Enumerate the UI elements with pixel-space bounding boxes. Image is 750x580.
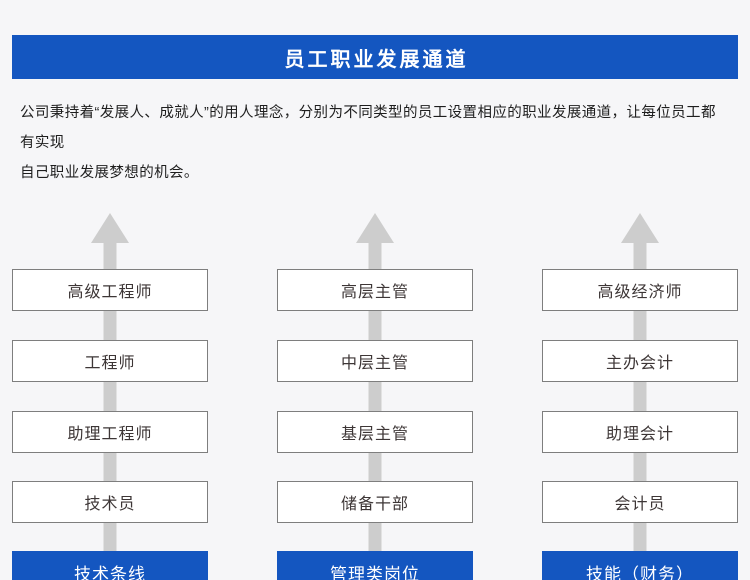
level-box: 高级经济师 <box>542 269 738 311</box>
level-box: 主办会计 <box>542 340 738 382</box>
track-label: 技能（财务） <box>542 551 738 580</box>
career-channels: 高级工程师 工程师 助理工程师 技术员 技术条线 高层主管 中层主管 基层主管 … <box>12 213 738 580</box>
intro-line-1: 公司秉持着“发展人、成就人”的用人理念，分别为不同类型的员工设置相应的职业发展通… <box>20 105 716 151</box>
up-arrow-icon <box>621 213 659 243</box>
track-label: 技术条线 <box>12 551 208 580</box>
page-title: 员工职业发展通道 <box>284 48 469 71</box>
intro-line-2: 自己职业发展梦想的机会。 <box>20 165 199 181</box>
intro-paragraph: 公司秉持着“发展人、成就人”的用人理念，分别为不同类型的员工设置相应的职业发展通… <box>20 98 730 188</box>
level-box: 基层主管 <box>277 411 473 453</box>
level-box: 助理会计 <box>542 411 738 453</box>
channel-management: 高层主管 中层主管 基层主管 储备干部 管理类岗位 <box>277 213 473 580</box>
level-box: 技术员 <box>12 481 208 523</box>
track-label: 管理类岗位 <box>277 551 473 580</box>
level-box: 中层主管 <box>277 340 473 382</box>
level-box: 会计员 <box>542 481 738 523</box>
channel-technical: 高级工程师 工程师 助理工程师 技术员 技术条线 <box>12 213 208 580</box>
level-box: 高层主管 <box>277 269 473 311</box>
page-title-banner: 员工职业发展通道 <box>12 35 738 79</box>
up-arrow-icon <box>91 213 129 243</box>
level-box: 助理工程师 <box>12 411 208 453</box>
level-box: 工程师 <box>12 340 208 382</box>
level-box: 储备干部 <box>277 481 473 523</box>
level-box: 高级工程师 <box>12 269 208 311</box>
up-arrow-icon <box>356 213 394 243</box>
channel-skill-finance: 高级经济师 主办会计 助理会计 会计员 技能（财务） <box>542 213 738 580</box>
